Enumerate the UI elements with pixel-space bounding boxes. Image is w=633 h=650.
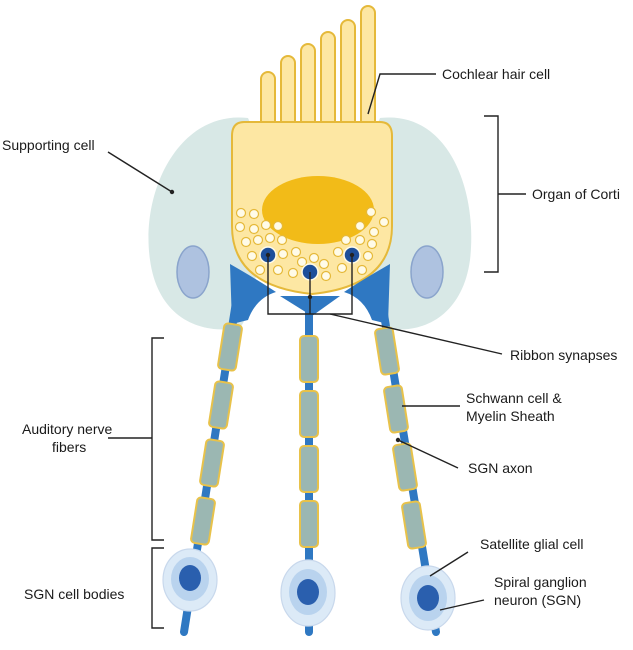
label-spiral-ganglion-line2: neuron (SGN) [494, 592, 581, 608]
sgn-cell-body-middle [280, 559, 336, 627]
label-sgn-cell-bodies: SGN cell bodies [24, 586, 124, 602]
leader-dots [169, 189, 401, 443]
label-organ-of-corti: Organ of Corti [532, 186, 620, 202]
synaptic-vesicles [234, 206, 390, 282]
sgn-cell-body-right [400, 565, 456, 631]
label-schwann-cell-line2: Myelin Sheath [466, 408, 555, 424]
label-satellite-glial-cell: Satellite glial cell [480, 536, 584, 552]
label-auditory-nerve-line2: fibers [52, 439, 86, 455]
stereocilia [260, 5, 376, 129]
label-spiral-ganglion-line1: Spiral ganglion [494, 574, 587, 590]
label-auditory-nerve-line1: Auditory nerve [22, 421, 112, 437]
label-cochlear-hair-cell: Cochlear hair cell [442, 66, 550, 82]
label-ribbon-synapses: Ribbon synapses [510, 347, 617, 363]
schwann-cells [190, 322, 427, 550]
hair-cell-nucleus [262, 176, 374, 244]
label-schwann-cell-line1: Schwann cell & [466, 390, 562, 406]
label-sgn-axon: SGN axon [468, 460, 533, 476]
sgn-cell-body-left [162, 548, 218, 612]
leader-lines [107, 73, 526, 629]
label-supporting-cell: Supporting cell [2, 137, 95, 153]
